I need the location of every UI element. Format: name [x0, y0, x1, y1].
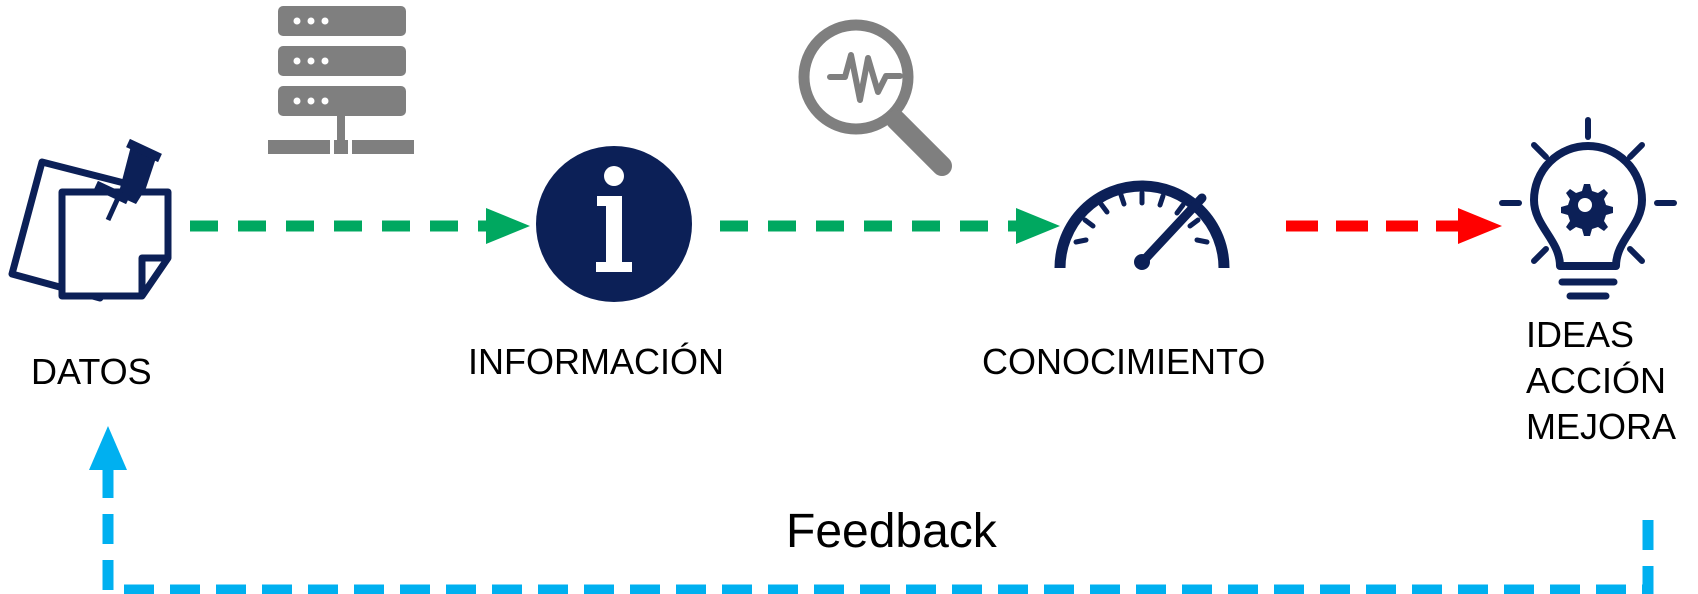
arrow-conocimiento-ideas: [1286, 208, 1502, 244]
stage-label-accion-line: ACCIÓN: [1526, 360, 1667, 401]
arrow-feedback-loop: [89, 426, 1654, 594]
sticky-note-pin-icon: [8, 138, 172, 302]
stage-label-ideas-line: IDEAS: [1526, 314, 1635, 355]
feedback-label: Feedback: [786, 505, 997, 558]
stage-label-ideas: IDEAS ACCIÓN MEJORA: [1526, 312, 1676, 450]
stage-label-datos: DATOS: [31, 351, 152, 392]
arrow-informacion-conocimiento: [720, 208, 1060, 244]
info-icon: [536, 146, 692, 302]
lightbulb-gear-icon: [1499, 117, 1677, 300]
arrow-datos-informacion: [190, 208, 530, 244]
search-pulse-icon: [798, 19, 952, 176]
speedometer-icon: [1054, 180, 1230, 270]
stage-label-conocimiento: CONOCIMIENTO: [982, 341, 1266, 382]
stage-label-informacion: INFORMACIÓN: [468, 341, 724, 382]
server-icon: [268, 6, 414, 154]
stage-label-mejora-line: MEJORA: [1526, 406, 1677, 447]
